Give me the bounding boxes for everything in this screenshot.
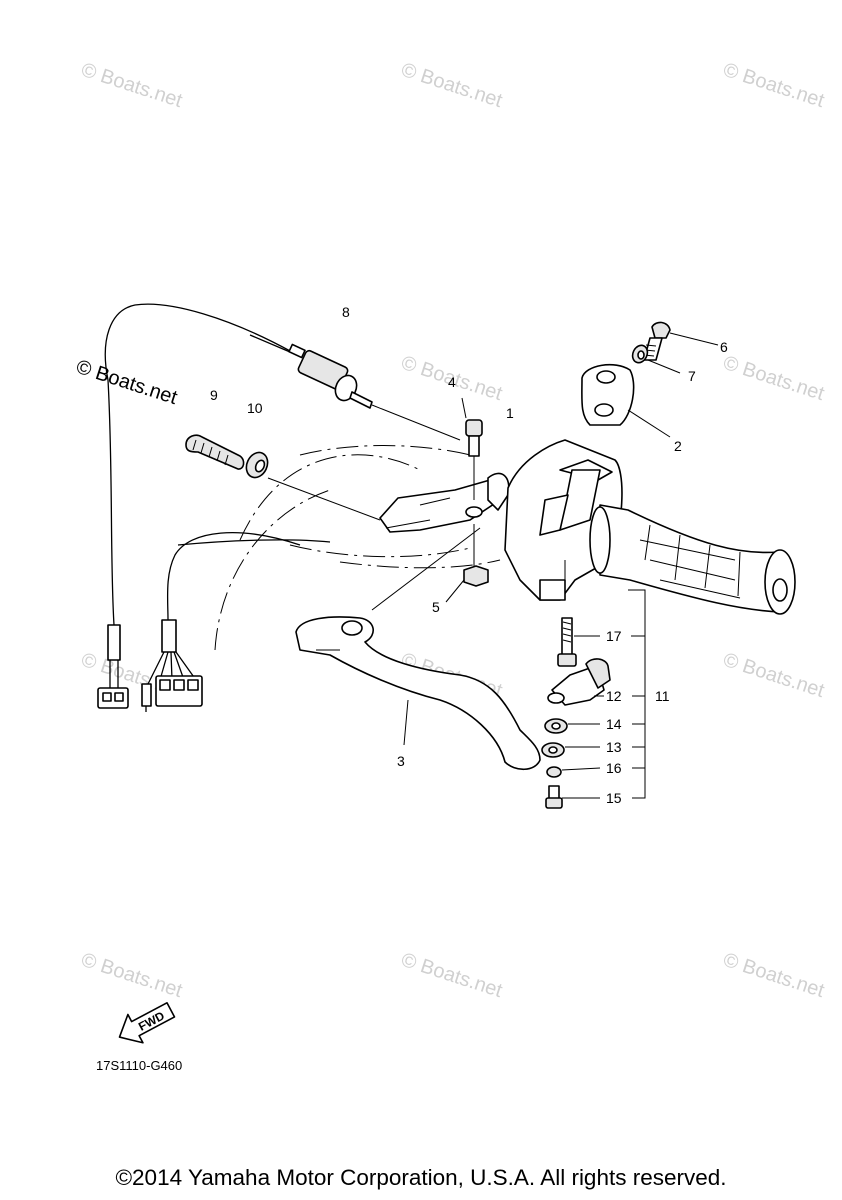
part-14-nut — [544, 718, 600, 734]
part-8-clutch-switch — [249, 334, 461, 441]
watermark: © Boats.net — [78, 949, 185, 1002]
callout-6: 6 — [720, 339, 728, 355]
callout-2: 2 — [674, 438, 682, 454]
callout-10: 10 — [247, 400, 263, 416]
callout-7: 7 — [688, 368, 696, 384]
watermark: © Boats.net — [720, 649, 827, 702]
callout-4: 4 — [448, 374, 456, 390]
part-7-washer — [631, 344, 681, 374]
part-9-adjuster-bolt — [185, 434, 245, 470]
callout-3: 3 — [397, 753, 405, 769]
diagram-code: 17S1110-G460 — [96, 1058, 182, 1073]
wire-harness — [104, 303, 331, 626]
part-1-lever-bracket — [379, 472, 510, 533]
copyright-notice: ©2014 Yamaha Motor Corporation, U.S.A. A… — [115, 1165, 727, 1190]
callout-1: 1 — [506, 405, 514, 421]
callout-12: 12 — [606, 688, 622, 704]
part-17-bolt — [557, 617, 600, 667]
part-6-screw — [643, 321, 719, 361]
callout-8: 8 — [342, 304, 350, 320]
callout-14: 14 — [606, 716, 622, 732]
part-16-lock-washer — [546, 766, 601, 778]
callout-17: 17 — [606, 628, 622, 644]
watermark: © Boats.net — [720, 59, 827, 112]
watermark-dark: © Boats.net — [73, 356, 180, 409]
callout-11: 11 — [655, 688, 670, 704]
part-5-nut — [445, 524, 489, 603]
part-4-pivot-bolt — [461, 397, 483, 500]
part-3-clutch-lever — [295, 527, 541, 771]
part-11-group-bracket — [628, 589, 646, 799]
watermark: © Boats.net — [398, 59, 505, 112]
callout-15: 15 — [606, 790, 622, 806]
part-13-washer — [541, 742, 600, 758]
callout-labels: 1 2 3 4 5 6 7 8 9 10 11 12 13 14 15 16 1… — [210, 304, 728, 806]
fwd-arrow-icon: FWD — [118, 1001, 176, 1044]
watermark: © Boats.net — [78, 59, 185, 112]
callout-5: 5 — [432, 599, 440, 615]
part-12-cable-holder — [547, 658, 611, 706]
wire-connector-4pin — [141, 619, 203, 712]
part-2-clamp — [581, 363, 671, 438]
callout-16: 16 — [606, 760, 622, 776]
handlebar-grip — [589, 504, 796, 615]
part-15-screw — [545, 785, 600, 809]
part-10-locknut — [245, 451, 381, 521]
callout-9: 9 — [210, 387, 218, 403]
watermark-layer: © Boats.net © Boats.net © Boats.net © Bo… — [78, 59, 827, 1002]
watermark: © Boats.net — [720, 352, 827, 405]
watermark: © Boats.net — [398, 949, 505, 1002]
callout-13: 13 — [606, 739, 622, 755]
wire-connector-2pin — [97, 624, 129, 709]
watermark: © Boats.net — [720, 949, 827, 1002]
